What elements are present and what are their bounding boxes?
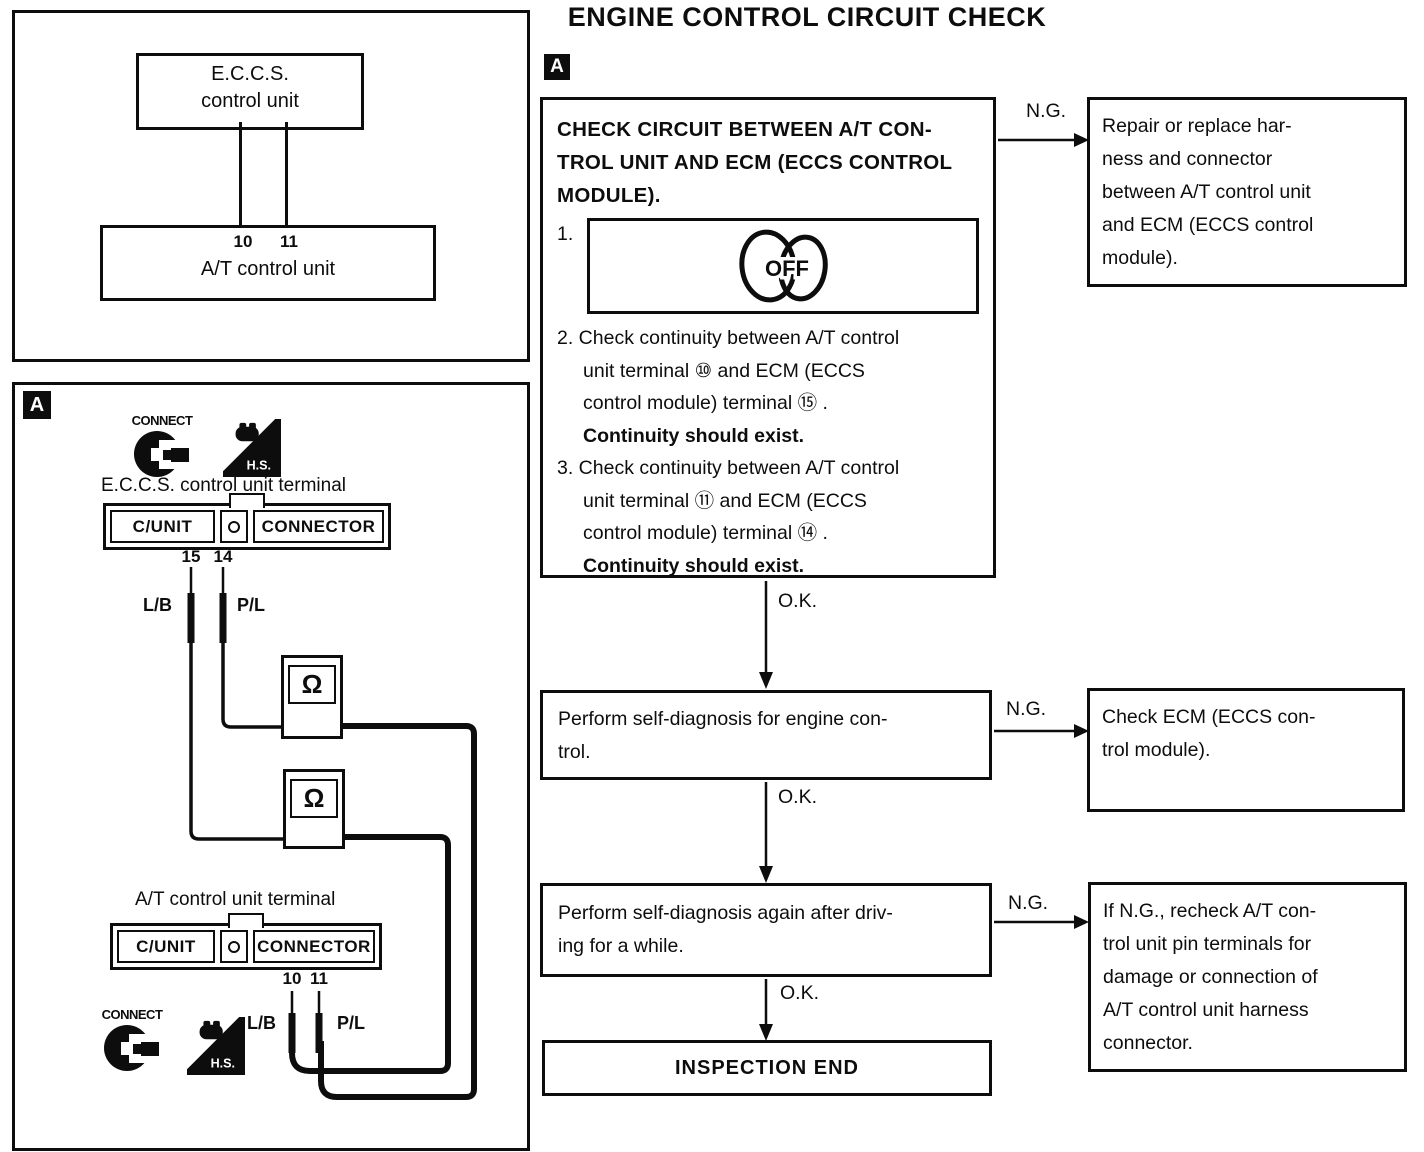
step2-line1: Perform self-diagnosis for engine con- bbox=[558, 708, 888, 730]
eccs-cunit-connector-diagram: C/UNIT CONNECTOR bbox=[103, 493, 391, 550]
step1-line4: 3. Check continuity between A/T control bbox=[557, 457, 900, 479]
connector-label: CONNECTOR bbox=[252, 930, 375, 963]
step2-line2: trol. bbox=[558, 740, 591, 763]
terminal-11-number: 11 bbox=[310, 969, 328, 988]
connector-tab bbox=[228, 913, 264, 928]
at-box-label: A/T control unit bbox=[200, 258, 336, 280]
result1-line3: between A/T control unit bbox=[1102, 181, 1311, 203]
eccs-box-line2: control unit bbox=[201, 90, 299, 112]
result3-line1: If N.G., recheck A/T con- bbox=[1103, 900, 1317, 922]
step3-line2: ing for a while. bbox=[558, 934, 684, 957]
step1-item1-number: 1. bbox=[557, 223, 574, 245]
result3-line5: connector. bbox=[1103, 1032, 1193, 1054]
connect-icon bbox=[134, 431, 189, 477]
circuit-line-11 bbox=[285, 122, 288, 225]
section-a-badge: A bbox=[23, 391, 51, 419]
flow-step-1: CHECK CIRCUIT BETWEEN A/T CON- TROL UNIT… bbox=[540, 97, 996, 578]
terminal-10-label: 10 bbox=[233, 232, 253, 251]
step1-heading-line2: TROL UNIT AND ECM (ECCS CONTROL bbox=[557, 151, 953, 174]
terminal-14-number: 14 bbox=[213, 547, 233, 566]
ok-label-2: O.K. bbox=[778, 786, 818, 808]
harness-check-panel: A CONNECT H.S. E.C.C.S. control bbox=[12, 382, 530, 1151]
circuit-line-10 bbox=[239, 122, 242, 225]
result-recheck-terminals: If N.G., recheck A/T con- trol unit pin … bbox=[1088, 882, 1407, 1072]
terminal-11-label: 11 bbox=[280, 232, 298, 251]
cunit-label: C/UNIT bbox=[117, 930, 215, 963]
result1-line2: ness and connector bbox=[1102, 148, 1273, 170]
connector-latch bbox=[219, 930, 248, 963]
result2-line2: trol module). bbox=[1102, 739, 1211, 761]
hs-label: H.S. bbox=[247, 458, 271, 472]
ng-label-3: N.G. bbox=[1008, 892, 1049, 914]
step1-line5: unit terminal ⑪ and ECM (ECCS bbox=[583, 489, 867, 512]
wire-lb-top bbox=[189, 641, 291, 841]
step1-heading-line3: MODULE). bbox=[557, 184, 661, 207]
result-check-ecm: Check ECM (ECCS con- trol module). bbox=[1087, 688, 1405, 812]
ignition-key-frame: OFF bbox=[587, 218, 979, 314]
key-off-label: OFF bbox=[765, 256, 809, 281]
ohmmeter-1: Ω bbox=[281, 655, 343, 739]
result3-line3: damage or connection of bbox=[1103, 966, 1318, 988]
ok-label-1: O.K. bbox=[778, 590, 818, 612]
connect-symbol-top: CONNECT bbox=[127, 413, 197, 478]
step1-line6: control module) terminal ⑭ . bbox=[583, 522, 828, 544]
result-repair-harness: Repair or replace har- ness and connecto… bbox=[1087, 97, 1407, 287]
ok-label-3: O.K. bbox=[780, 982, 820, 1004]
eccs-control-unit-box: E.C.C.S. control unit bbox=[136, 53, 364, 130]
hs-label: H.S. bbox=[211, 1056, 235, 1070]
at-terminal-title: A/T control unit terminal bbox=[135, 889, 336, 910]
result2-line1: Check ECM (ECCS con- bbox=[1102, 706, 1316, 728]
ignition-key-off-icon: OFF bbox=[739, 229, 828, 303]
at-cunit-connector-diagram: C/UNIT CONNECTOR bbox=[110, 913, 382, 970]
hs-icon: H.S. bbox=[223, 419, 281, 477]
hs-icon: H.S. bbox=[187, 1017, 245, 1075]
step1-line2: unit terminal ⑩ and ECM (ECCS bbox=[583, 359, 865, 382]
step1-heading-line1: CHECK CIRCUIT BETWEEN A/T CON- bbox=[557, 118, 932, 141]
ng-label-2: N.G. bbox=[1006, 698, 1047, 720]
step1-line3: control module) terminal ⑮ . bbox=[583, 392, 828, 414]
latch-hole bbox=[228, 520, 241, 533]
connector-tab bbox=[229, 493, 265, 508]
result1-line5: module). bbox=[1102, 247, 1178, 269]
result1-line1: Repair or replace har- bbox=[1102, 115, 1292, 137]
latch-hole bbox=[227, 940, 240, 953]
step3-line1: Perform self-diagnosis again after driv- bbox=[558, 902, 893, 924]
wire-lb-label-top: L/B bbox=[143, 595, 172, 615]
ohm-symbol-1: Ω bbox=[288, 665, 336, 704]
at-control-unit-box: 10 11 A/T control unit bbox=[100, 225, 436, 301]
connector-label: CONNECTOR bbox=[253, 510, 384, 543]
flow-inspection-end: INSPECTION END bbox=[542, 1040, 992, 1096]
flow-step-2: Perform self-diagnosis for engine con- t… bbox=[540, 690, 992, 780]
page-title: ENGINE CONTROL CIRCUIT CHECK bbox=[567, 2, 1047, 32]
connect-label: CONNECT bbox=[101, 1007, 163, 1022]
step1-line1: 2. Check continuity between A/T control bbox=[557, 327, 900, 349]
cunit-label: C/UNIT bbox=[110, 510, 216, 543]
eccs-terminal-title: E.C.C.S. control unit terminal bbox=[101, 475, 346, 496]
ohmmeter-2: Ω bbox=[283, 769, 345, 849]
connect-symbol-bottom: CONNECT bbox=[97, 1007, 167, 1072]
result3-line4: A/T control unit harness bbox=[1103, 999, 1309, 1021]
step1-emphasis2: Continuity should exist. bbox=[583, 554, 805, 577]
wire-pl-label-bottom: P/L bbox=[337, 1013, 366, 1033]
eccs-box-line1: E.C.C.S. bbox=[211, 63, 289, 85]
result3-line2: trol unit pin terminals for bbox=[1103, 933, 1312, 955]
ohm-symbol-2: Ω bbox=[290, 779, 338, 818]
connector-latch bbox=[220, 510, 249, 543]
flow-step-3: Perform self-diagnosis again after driv-… bbox=[540, 883, 992, 977]
wire-loop-pl bbox=[318, 723, 477, 1100]
circuit-overview-panel: E.C.C.S. control unit 10 11 A/T control … bbox=[12, 10, 530, 362]
flow-a-badge: A bbox=[544, 54, 570, 80]
wire-pl-label-top: P/L bbox=[237, 595, 266, 615]
result1-line4: and ECM (ECCS control bbox=[1102, 214, 1314, 236]
connect-label: CONNECT bbox=[131, 413, 193, 428]
terminal-15-number: 15 bbox=[181, 547, 201, 566]
wire-lb-label-bottom: L/B bbox=[247, 1013, 276, 1033]
wire-loop-lb bbox=[289, 834, 451, 1074]
wire-pl-top bbox=[221, 641, 289, 729]
terminal-10-number: 10 bbox=[282, 969, 302, 988]
connect-icon bbox=[104, 1025, 159, 1071]
ng-label-1: N.G. bbox=[1026, 100, 1067, 122]
step1-emphasis1: Continuity should exist. bbox=[583, 424, 805, 447]
